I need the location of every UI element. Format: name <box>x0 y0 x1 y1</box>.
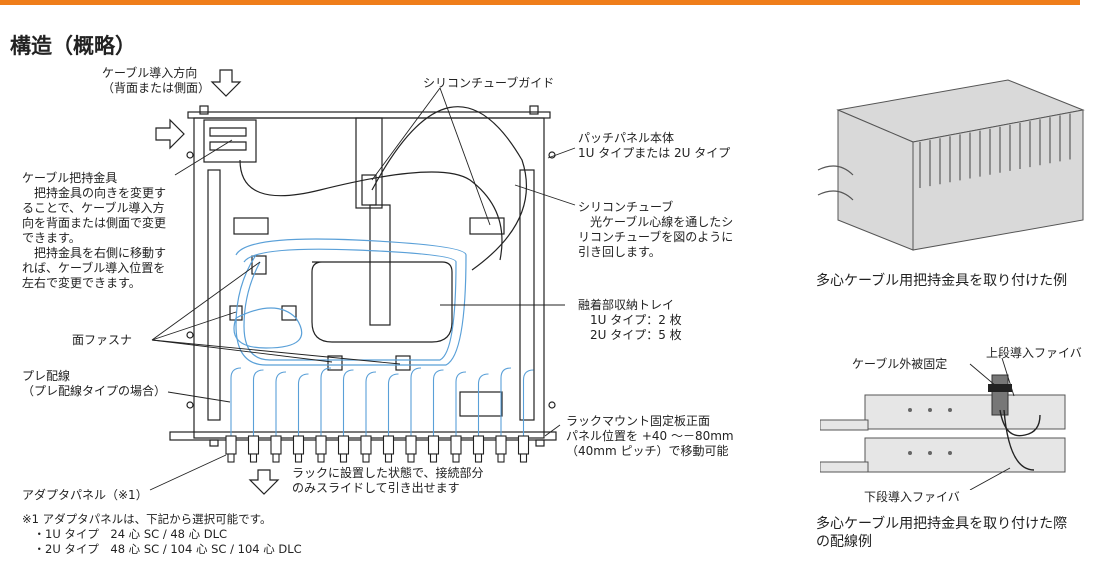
product-photo-2 <box>820 357 1066 490</box>
adapter-port-tail <box>362 453 370 463</box>
label-sheath-fix: ケーブル外被固定 <box>852 357 948 371</box>
fiber-drop <box>320 367 332 436</box>
fiber-drop <box>252 369 264 436</box>
fiber-drop <box>387 373 399 436</box>
label-lower-fiber: 下段導入ファイバ <box>864 490 960 504</box>
adapter-port <box>225 435 237 455</box>
fiber-drop <box>455 371 467 436</box>
adapter-port-tail <box>429 453 438 463</box>
label-slide-note: ラックに設置した状態で、接続部分 のみスライドして引き出せます <box>292 466 484 495</box>
adapter-port-tail <box>272 453 280 463</box>
footnote: ※1 アダプタパネルは、下記から選択可能です。 ・1U タイプ 24 心 SC … <box>22 512 302 556</box>
fiber-drop <box>432 369 444 436</box>
fiber-drop <box>522 369 534 436</box>
fiber-drop <box>275 371 287 436</box>
down-arrow-slide <box>248 469 280 495</box>
accent-bar <box>0 0 1080 5</box>
adapter-port <box>472 435 485 455</box>
fiber-routing <box>233 238 467 366</box>
label-cable-entry: ケーブル導入方向 （背面または側面） <box>102 66 211 95</box>
adapter-port <box>315 435 327 455</box>
adapter-port <box>337 435 350 455</box>
adapter-port <box>292 435 305 455</box>
adapter-port <box>427 435 440 455</box>
label-panel-body: パッチパネル本体 1U タイプまたは 2U タイプ <box>578 131 731 160</box>
adapter-port <box>495 435 507 455</box>
adapter-port <box>517 435 530 455</box>
fiber-drops <box>230 367 534 436</box>
fiber-drop <box>365 371 377 436</box>
label-adapter-panel: アダプタパネル（※1） <box>22 488 148 502</box>
label-cable-holder: ケーブル把持金具 把持金具の向きを変更す ることで、ケーブル導入方 向を背面また… <box>22 171 167 290</box>
splice-tray <box>311 261 453 343</box>
fiber-drop <box>342 369 354 436</box>
label-silicone-tube: シリコンチューブ 光ケーブル心線を通したシ リコンチューブを図のように 引き回し… <box>578 200 734 259</box>
label-splice-tray: 融着部収納トレイ 1U タイプ：2 枚 2U タイプ：5 枚 <box>578 298 682 342</box>
cable-holder-block <box>203 119 257 163</box>
adapter-port <box>270 435 282 455</box>
adapter-port <box>450 435 462 455</box>
panel-body-outline <box>193 117 545 439</box>
adapter-port <box>405 435 417 455</box>
adapter-port-tail <box>317 453 325 463</box>
right-arrow-cable-entry <box>155 118 185 150</box>
adapter-port-tail <box>294 453 303 463</box>
page-title: 構造（概略） <box>10 34 136 58</box>
adapter-port-tail <box>452 453 460 463</box>
product-photo-1 <box>817 79 1085 251</box>
label-silicone-guide: シリコンチューブガイド <box>423 76 555 90</box>
fiber-drop <box>230 367 242 436</box>
fiber-drop <box>500 367 512 436</box>
adapter-port-tail <box>474 453 483 463</box>
label-rack-plate: ラックマウント固定板正面 パネル位置を +40 〜－80mm （40mm ピッチ… <box>566 414 734 458</box>
label-fastener: 面ファスナ <box>72 333 133 347</box>
photo1-caption: 多心ケーブル用把持金具を取り付けた例 <box>816 273 1068 289</box>
adapter-port <box>360 435 372 455</box>
label-pre-wiring: プレ配線 （プレ配線タイプの場合） <box>22 369 167 398</box>
fiber-drop <box>410 367 422 436</box>
photo2-caption: 多心ケーブル用把持金具を取り付けた際 の配線例 <box>816 516 1068 550</box>
adapter-port <box>382 435 395 455</box>
adapter-port-tail <box>384 453 393 463</box>
adapter-port-tail <box>339 453 348 463</box>
adapter-port-tail <box>227 453 235 463</box>
adapter-port-tail <box>519 453 528 463</box>
adapter-port <box>247 435 260 455</box>
label-upper-fiber: 上段導入ファイバ <box>986 346 1082 360</box>
fiber-drop <box>477 373 489 436</box>
adapter-port-tail <box>249 453 258 463</box>
top-rail <box>187 111 551 119</box>
adapter-port-tail <box>407 453 415 463</box>
down-arrow-cable-entry <box>210 69 242 97</box>
fiber-drop <box>297 373 309 436</box>
adapter-port-tail <box>497 453 505 463</box>
adapter-ports <box>225 435 530 463</box>
